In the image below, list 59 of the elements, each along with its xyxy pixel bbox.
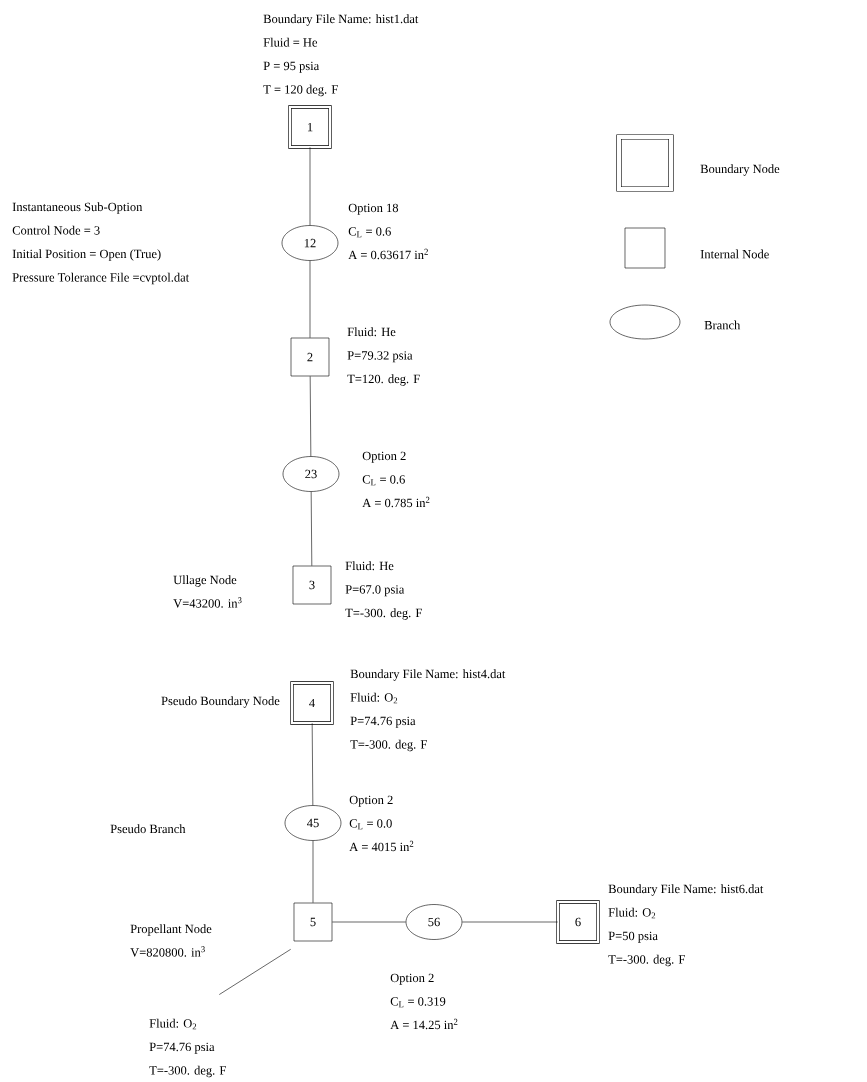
annotation-text: Fluid: O$_{2}$ P=74.76 psia T=-300. deg. F bbox=[149, 1018, 226, 1078]
annotation-text: Fluid: O$_{2}$ bbox=[608, 907, 656, 919]
annotation-text: C$_{L}$ = 0.319 bbox=[390, 997, 446, 1008]
annotation-text: Fluid = He bbox=[263, 37, 318, 47]
leader-line bbox=[218, 949, 291, 995]
annotation-text: C$_{L}$ = 0.6 bbox=[348, 227, 391, 238]
annotation-text: Initial Position = Open (True) bbox=[12, 249, 161, 261]
annotation-text: C$_{L}$ = 0.0 bbox=[349, 819, 392, 830]
annotation-text: Boundary File Name: hist6.dat bbox=[608, 884, 764, 896]
annotation-text: P=50 psia bbox=[608, 931, 658, 943]
annotation-text: Pressure Tolerance File =cvptol.dat bbox=[12, 272, 190, 285]
annotation-text: P=74.76 psia bbox=[350, 716, 416, 728]
legend-text: Boundary Node bbox=[700, 164, 780, 176]
annotation-text: T=120. deg. F bbox=[347, 374, 420, 386]
annotation-text: Instantaneous Sub-Option bbox=[12, 202, 143, 214]
annotation-text: Option 2 bbox=[390, 973, 434, 985]
annotation-text: A = 14.25 in$^{2}$ bbox=[390, 1018, 458, 1030]
internal-node-box: 5 bbox=[293, 902, 333, 942]
annotation-text: C$_{L}$ = 0.6 bbox=[362, 475, 405, 486]
annotation-text: Fluid: He bbox=[345, 561, 394, 571]
annotation-text: Fluid: He bbox=[347, 327, 396, 337]
annotation-text: Option 2 bbox=[349, 795, 393, 807]
annotation-text: A = 4015 in$^{2}$ bbox=[349, 840, 414, 852]
boundary-node-box: 1 bbox=[288, 105, 332, 149]
connector-line bbox=[311, 723, 314, 806]
connector-line bbox=[462, 921, 558, 923]
annotation-text: P = 95 psia bbox=[263, 61, 320, 73]
internal-node-box: 3 bbox=[292, 565, 332, 605]
legend-text: Internal Node bbox=[700, 249, 769, 259]
connector-line bbox=[309, 260, 311, 338]
annotation-text: T=-300. deg. F bbox=[350, 739, 427, 752]
connector-line bbox=[312, 840, 314, 903]
connector-line bbox=[332, 921, 406, 923]
annotation-text: Pseudo Boundary Node bbox=[161, 696, 280, 708]
annotation-text: A = 0.63617 in$^{2}$ bbox=[348, 248, 428, 260]
annotation-text: Boundary File Name: hist1.dat bbox=[263, 14, 419, 26]
legend-text: Branch bbox=[704, 320, 741, 330]
annotation-text: Pseudo Branch bbox=[110, 824, 186, 834]
annotation-text: T=-300. deg. F bbox=[345, 608, 422, 620]
annotation-text: Option 2 bbox=[362, 451, 406, 463]
annotation-text: V=43200. in$^{3}$ bbox=[173, 597, 242, 608]
connector-line bbox=[309, 376, 312, 457]
annotation-text: T=-300. deg. F bbox=[608, 954, 685, 967]
annotation-text: Ullage Node bbox=[173, 575, 237, 587]
annotation-text: Control Node = 3 bbox=[12, 225, 100, 235]
connector-line bbox=[310, 491, 313, 566]
annotation-text: A = 0.785 in$^{2}$ bbox=[362, 496, 430, 508]
annotation-text: T = 120 deg. F bbox=[263, 84, 338, 97]
annotation-text: Option 18 bbox=[348, 203, 399, 215]
annotation-text: Propellant Node bbox=[130, 924, 212, 936]
annotation-text: Boundary File Name: hist4.dat bbox=[350, 669, 506, 681]
annotation-text: P=67.0 psia bbox=[345, 585, 405, 597]
annotation-text: V=820800. in$^{3}$ bbox=[130, 946, 205, 957]
boundary-node-box: 6 bbox=[556, 900, 600, 944]
boundary-node-box: 4 bbox=[290, 681, 334, 725]
annotation-text: P=79.32 psia bbox=[347, 351, 413, 363]
connector-line bbox=[309, 147, 311, 226]
internal-node-box: 2 bbox=[290, 337, 330, 377]
annotation-text: Fluid: O$_{2}$ bbox=[350, 692, 398, 704]
